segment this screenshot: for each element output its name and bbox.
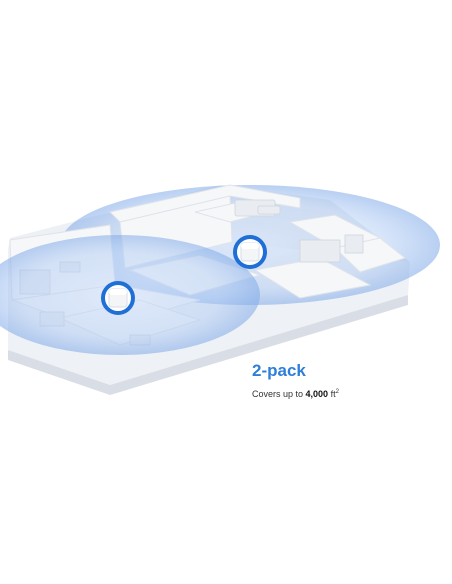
coverage-text: Covers up to 4,000 ft2 [252,386,339,400]
coverage-unit: ft [328,389,336,399]
mesh-node-left [101,281,135,315]
coverage-prefix: Covers up to [252,389,306,399]
coverage-value: 4,000 [305,389,329,399]
coverage-exponent: 2 [335,389,339,395]
pack-caption: 2-pack Covers up to 4,000 ft2 [252,360,339,400]
mesh-node-right [233,235,267,269]
pack-title: 2-pack [252,361,306,380]
